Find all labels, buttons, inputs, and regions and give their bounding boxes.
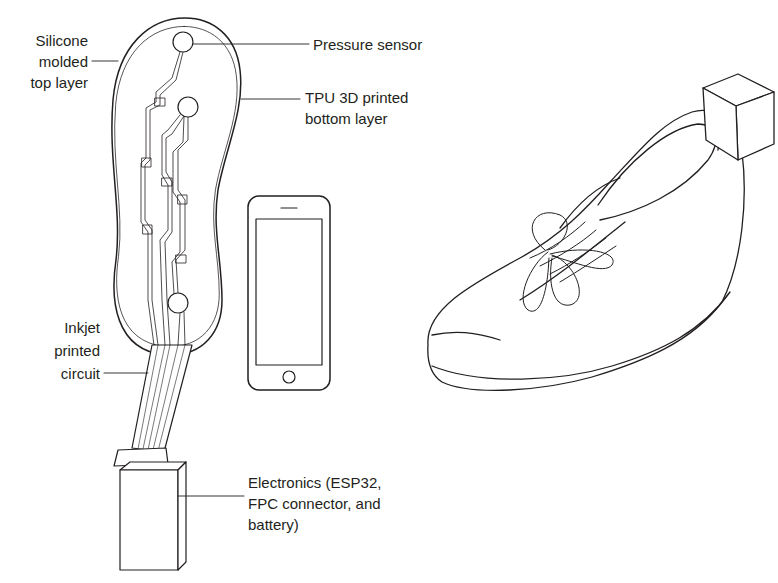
component-pad bbox=[176, 255, 186, 263]
pressure-sensor bbox=[173, 32, 193, 52]
leader-lines bbox=[92, 44, 309, 496]
leader-line bbox=[241, 99, 300, 100]
heel-box-front bbox=[736, 92, 774, 160]
heel-box-side bbox=[703, 88, 738, 160]
leader-line bbox=[104, 373, 148, 374]
part-label: Electronics (ESP32, FPC connector, and b… bbox=[248, 472, 396, 535]
printed-ribbon bbox=[114, 345, 192, 466]
insole bbox=[112, 18, 241, 355]
trace bbox=[172, 117, 184, 294]
box-side bbox=[178, 462, 186, 570]
phone-body bbox=[248, 196, 330, 390]
insole-bottom-layer bbox=[112, 18, 241, 355]
component-pad bbox=[143, 225, 152, 234]
shoe-toe-cap bbox=[432, 332, 500, 340]
box-top bbox=[120, 462, 186, 470]
part-label: TPU 3D printed bottom layer bbox=[305, 87, 423, 129]
shoe-laces bbox=[523, 213, 616, 311]
part-label: Pressure sensor bbox=[313, 34, 422, 55]
pressure-sensor bbox=[168, 293, 188, 313]
insole-top-layer bbox=[115, 26, 237, 346]
phone-speaker bbox=[281, 207, 297, 208]
ribbon-trace bbox=[138, 345, 185, 451]
component-pad bbox=[142, 158, 151, 167]
leader-line bbox=[178, 496, 244, 497]
phone-screen bbox=[256, 219, 322, 365]
leader-line bbox=[92, 61, 118, 62]
trace bbox=[184, 312, 185, 345]
electronics-box bbox=[120, 462, 186, 570]
component-pad bbox=[162, 178, 172, 186]
pressure-sensor bbox=[178, 97, 198, 117]
leader-line bbox=[193, 44, 309, 45]
circuit-traces bbox=[141, 52, 188, 345]
trace bbox=[178, 313, 180, 345]
component-pad bbox=[155, 98, 165, 106]
shoe-collar bbox=[598, 124, 716, 220]
box-front bbox=[120, 470, 178, 570]
shoe-sole bbox=[432, 292, 730, 379]
shoe-tongue bbox=[560, 178, 620, 228]
smartphone bbox=[248, 196, 330, 390]
ribbon-outline bbox=[132, 345, 192, 452]
part-label: Inkjet printed circuit bbox=[40, 316, 100, 385]
phone-button bbox=[283, 371, 295, 383]
component-pad bbox=[178, 195, 187, 204]
shoe bbox=[428, 74, 774, 390]
shoe-upper bbox=[428, 110, 744, 390]
part-label: Silicone molded top layer bbox=[18, 30, 88, 93]
